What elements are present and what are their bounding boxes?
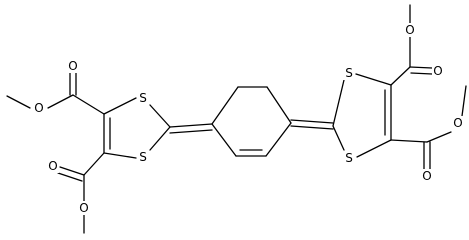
atom-label: O bbox=[79, 201, 88, 215]
atom-label: O bbox=[453, 116, 462, 130]
bond-o-c-right-lower bbox=[426, 131, 452, 143]
bond-ring-right-s-c-lower bbox=[356, 139, 392, 158]
bond-cyclo-1 bbox=[211, 86, 239, 125]
atom-label: O bbox=[422, 169, 431, 183]
bond-cyclo-3 bbox=[266, 86, 292, 124]
bond-ring-left-c-s-lower bbox=[103, 152, 137, 159]
bond-carbonyl-left-lower-a bbox=[59, 166, 85, 176]
bond-exocyclic-right-b bbox=[290, 125, 334, 130]
atom-o-right-lower-carbonyl: O bbox=[421, 169, 433, 183]
bond-ring-right-s-c-upper bbox=[355, 73, 392, 86]
bond-ester-ring-left-lower bbox=[83, 152, 105, 176]
atom-o-right-upper-ester: O bbox=[404, 23, 416, 37]
atom-labels: O O S S O O O O bbox=[33, 23, 464, 215]
atom-label: S bbox=[345, 66, 353, 80]
bond-methyl-o-right-lower bbox=[461, 85, 467, 117]
atom-label: O bbox=[34, 101, 43, 115]
atom-o-left-lower-ester: O bbox=[78, 201, 90, 215]
bond-carbonyl-right-upper-a bbox=[409, 66, 433, 69]
bond-cyclo-6 bbox=[211, 123, 237, 157]
bond-methyl-o-left-upper bbox=[6, 95, 31, 109]
atom-s-right-lower: S bbox=[343, 151, 355, 165]
atom-label: S bbox=[345, 151, 353, 165]
bond-ring-left-c-s-upper bbox=[103, 97, 137, 115]
bonds bbox=[6, 4, 467, 234]
bond-carbonyl-left-lower-b bbox=[57, 172, 83, 182]
atom-label: O bbox=[48, 159, 57, 173]
bond-ester-ring-right-lower bbox=[390, 139, 428, 143]
atom-label: S bbox=[139, 150, 147, 164]
bond-cyclo-4 bbox=[265, 122, 292, 157]
bond-exocyclic-left-b bbox=[169, 129, 213, 134]
atom-label: O bbox=[405, 23, 414, 37]
bond-ring-left-s-c-upper bbox=[149, 104, 171, 128]
bond-exocyclic-right-a bbox=[290, 119, 334, 124]
bond-ring-right-c-s-lower bbox=[332, 125, 345, 151]
bond-o-c-left-upper bbox=[47, 94, 74, 109]
bond-ring-left-s-c-lower bbox=[149, 126, 171, 151]
atom-o-right-lower-ester: O bbox=[452, 116, 464, 130]
bond-ester-ring-left-upper bbox=[72, 94, 105, 115]
bond-ring-right-c-s-upper bbox=[332, 79, 345, 127]
atom-label: S bbox=[139, 91, 147, 105]
bond-exocyclic-left-a bbox=[169, 123, 213, 128]
atom-o-left-upper-carbonyl: O bbox=[67, 59, 79, 73]
atom-o-left-lower-carbonyl: O bbox=[47, 159, 59, 173]
atom-label: O bbox=[433, 64, 442, 78]
bond-ester-ring-right-upper bbox=[390, 66, 411, 86]
atom-s-left-upper: S bbox=[137, 91, 149, 105]
bond-carbonyl-right-upper-b bbox=[410, 72, 433, 75]
atom-label: O bbox=[68, 59, 77, 73]
atom-s-right-upper: S bbox=[343, 66, 355, 80]
atom-o-left-upper-ester: O bbox=[33, 101, 45, 115]
atom-s-left-lower: S bbox=[137, 150, 149, 164]
atom-o-right-upper-carbonyl: O bbox=[432, 64, 444, 78]
